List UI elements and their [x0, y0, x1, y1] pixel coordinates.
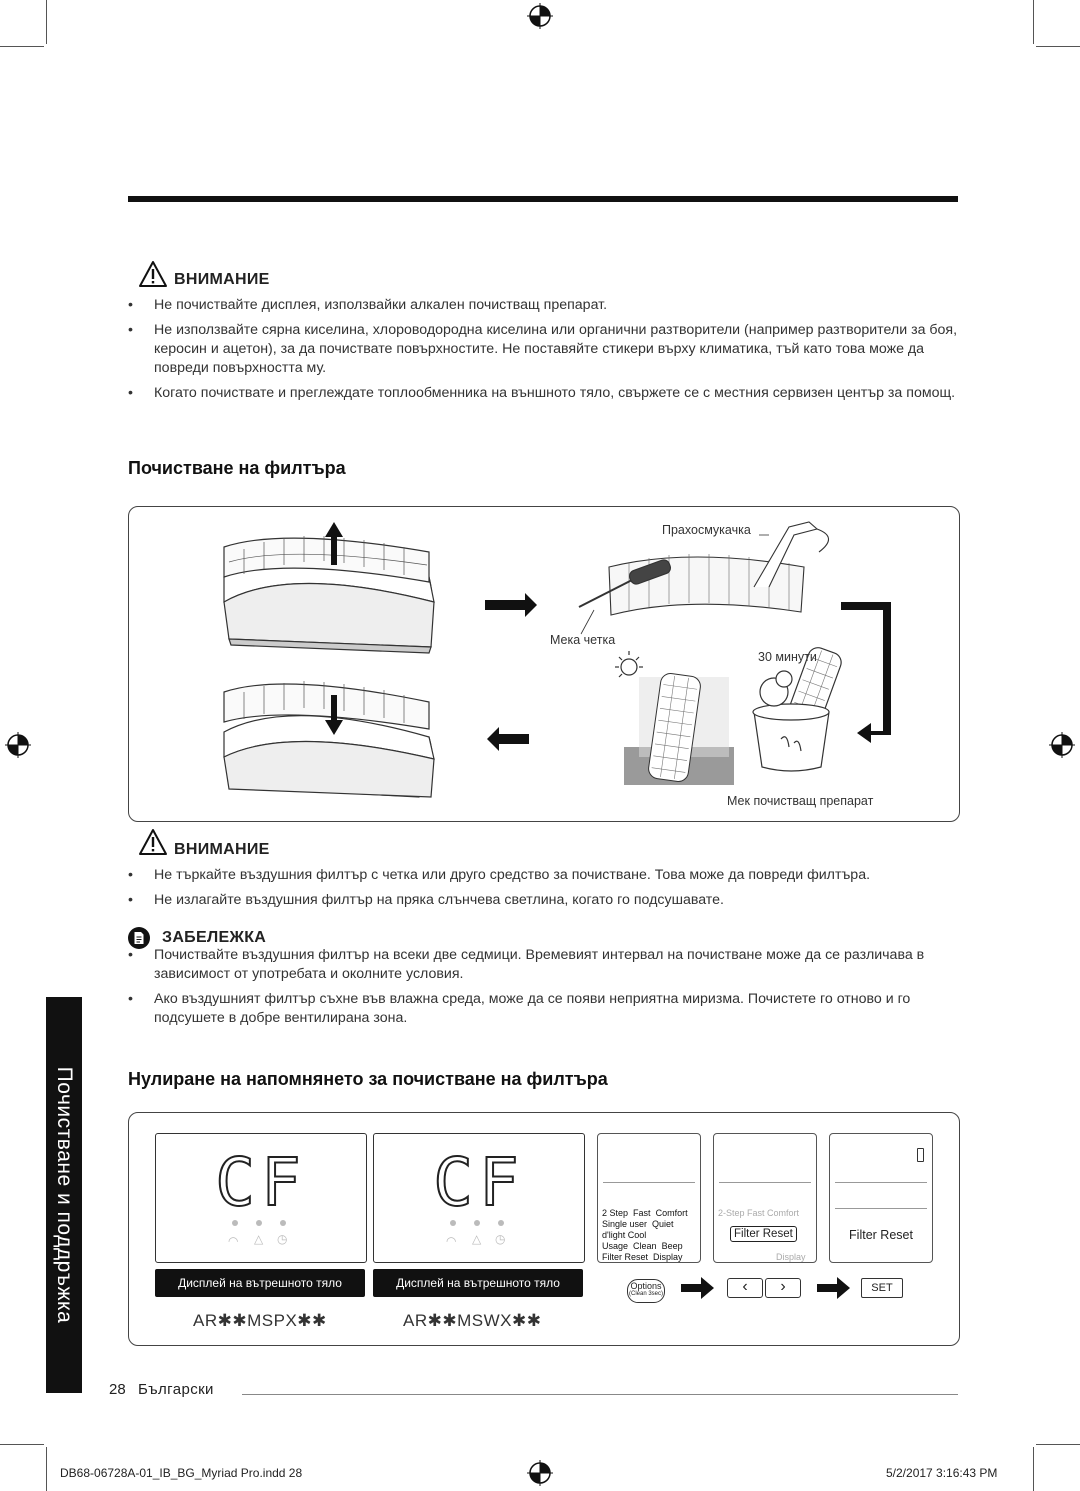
side-tab [46, 997, 82, 1393]
left-arrow-button[interactable]: ‹ [727, 1278, 763, 1298]
filter-icon: △ [472, 1232, 482, 1246]
arrow-right-icon [681, 1277, 715, 1304]
filter-reset-text: Filter Reset [849, 1228, 913, 1242]
list-item: Почиствайте въздушния филтър на всеки дв… [128, 946, 958, 984]
page-language: Български [138, 1381, 214, 1398]
vacuum-label: Прахосмукачка [662, 523, 751, 537]
filter-reset-highlight: Filter Reset [730, 1226, 797, 1242]
footer-rule [242, 1394, 958, 1395]
indicator-dots [450, 1220, 510, 1228]
indicator-dots [232, 1220, 292, 1228]
print-date-info: 5/2/2017 3:16:43 PM [886, 1466, 998, 1480]
brush-label: Мека четка [550, 633, 616, 647]
list-item: Не почиствайте дисплея, използвайки алка… [128, 296, 958, 315]
ac-unit-filter-removal [223, 522, 435, 654]
warning-list: Не търкайте въздушния филтър с четка или… [128, 866, 958, 910]
crop-mark [1033, 1447, 1034, 1491]
bucket-soak-scene [752, 647, 842, 772]
filter-cleaning-illustration: Прахосмукачка Мека четка 30 минути Мек п… [128, 506, 960, 822]
wifi-icon: ◠ [228, 1234, 239, 1248]
crop-mark [0, 1444, 44, 1445]
warning-triangle-icon [139, 829, 167, 855]
registration-mark-icon [1049, 732, 1075, 758]
warning-block-1: ВНИМАНИЕ Не почиствайте дисплея, използв… [128, 261, 958, 409]
crop-mark [46, 0, 47, 44]
remote-row: Single user Quiet [602, 1219, 674, 1229]
minutes-label: 30 минути [758, 650, 817, 664]
remote-row: Usage Clean Beep [602, 1241, 683, 1251]
warning-list: Не почиствайте дисплея, използвайки алка… [128, 296, 958, 403]
list-item: Не търкайте въздушния филтър с четка или… [128, 866, 958, 885]
filter-drying-scene [615, 651, 734, 785]
arrow-right-icon [817, 1277, 851, 1304]
registration-mark-icon [527, 1460, 553, 1486]
warning-block-2: ВНИМАНИЕ Не търкайте въздушния филтър с … [128, 828, 958, 916]
options-button[interactable]: Options (Clean 3sec) [627, 1279, 665, 1303]
model-2: AR✱✱MSWX✱✱ [403, 1311, 542, 1330]
print-file-info: DB68-06728A-01_IB_BG_Myriad Pro.indd 28 [60, 1466, 303, 1480]
filter-vacuum-scene [578, 521, 830, 616]
set-button[interactable]: SET [861, 1278, 903, 1298]
indoor-display-label-1: Дисплей на вътрешното тяло [155, 1269, 365, 1297]
model-1: AR✱✱MSPX✱✱ [193, 1311, 327, 1330]
remote-row: Filter Reset Display [602, 1252, 683, 1262]
reset-section-title: Нулиране на напомнянето за почистване на… [128, 1069, 608, 1089]
battery-icon [917, 1148, 924, 1162]
note-icon [128, 927, 150, 949]
crop-mark [1033, 0, 1034, 44]
timer-icon: ◷ [277, 1232, 288, 1246]
indoor-display-2: CF ◠ △ ◷ [373, 1133, 585, 1263]
remote-row: d'light Cool [602, 1230, 647, 1240]
note-list: Почиствайте въздушния филтър на всеки дв… [128, 946, 958, 1028]
list-item: Когато почиствате и преглеждате топлообм… [128, 384, 958, 403]
indoor-display-1: CF ◠ △ ◷ [155, 1133, 367, 1263]
crop-mark [1036, 1444, 1080, 1445]
remote-row: 2 Step Fast Comfort [602, 1208, 688, 1218]
crop-mark [0, 46, 44, 47]
page-number: 28 [109, 1381, 126, 1398]
remote-row: 2-Step Fast Comfort [718, 1208, 800, 1218]
filter-cleaning-diagram [223, 521, 891, 798]
list-item: Ако въздушният филтър съхне във влажна с… [128, 990, 958, 1028]
reset-reminder-panel: CF ◠ △ ◷ Дисплей на вътрешното тяло CF ◠… [128, 1112, 960, 1346]
right-arrow-button[interactable]: › [765, 1278, 801, 1298]
remote-row: Display [776, 1252, 806, 1262]
display-code: CF [214, 1143, 307, 1222]
registration-mark-icon [527, 3, 553, 29]
filter-section-title: Почистване на филтъра [128, 458, 346, 478]
sun-icon [615, 651, 643, 678]
registration-mark-icon [5, 732, 31, 758]
filter-icon: △ [254, 1232, 264, 1246]
remote-screen-3: Filter Reset [829, 1133, 933, 1263]
remote-screen-2: 2-Step Fast Comfort Display Filter Reset [713, 1133, 817, 1263]
ac-unit-filter-insertion [223, 681, 435, 798]
warning-title: ВНИМАНИЕ [174, 271, 270, 288]
warning-triangle-icon [139, 261, 167, 287]
timer-icon: ◷ [495, 1232, 506, 1246]
remote-screen-1: 2 Step Fast Comfort Single user Quiet d'… [597, 1133, 701, 1263]
crop-mark [46, 1447, 47, 1491]
side-tab-label: Почистване и поддръжка [53, 1066, 76, 1324]
detergent-label: Мек почистващ препарат [727, 794, 874, 808]
indoor-display-label-2: Дисплей на вътрешното тяло [373, 1269, 583, 1297]
note-block: ЗАБЕЛЕЖКА Почиствайте въздушния филтър н… [128, 924, 958, 1034]
wifi-icon: ◠ [446, 1234, 457, 1248]
display-code: CF [432, 1143, 525, 1222]
list-item: Не използвайте сярна киселина, хлороводо… [128, 321, 958, 378]
note-title: ЗАБЕЛЕЖКА [162, 929, 267, 946]
list-item: Не излагайте въздушния филтър на пряка с… [128, 891, 958, 910]
warning-title: ВНИМАНИЕ [174, 841, 270, 858]
crop-mark [1036, 46, 1080, 47]
top-rule [128, 196, 958, 202]
